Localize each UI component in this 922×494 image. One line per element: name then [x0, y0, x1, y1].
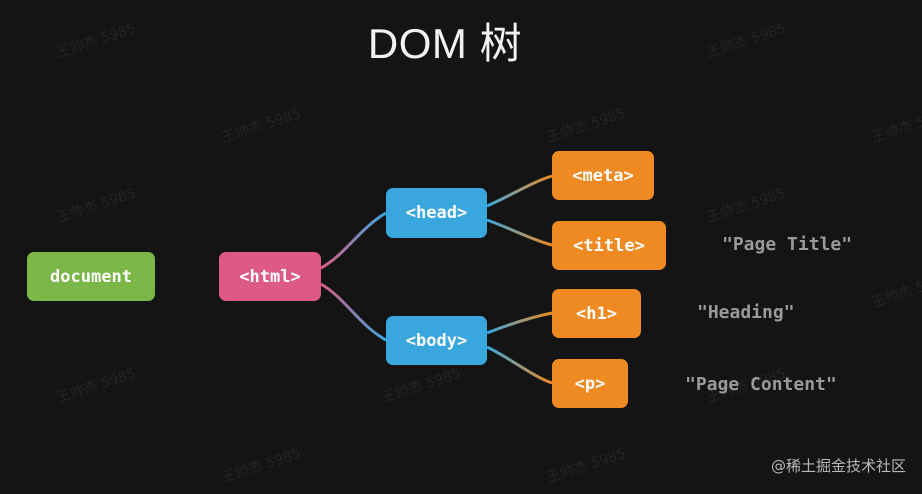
- node-title: <title>: [552, 221, 666, 270]
- edge-html-body: [320, 282, 387, 342]
- edge-html-head: [320, 211, 387, 270]
- node-html: <html>: [219, 252, 321, 301]
- node-document: document: [27, 252, 155, 301]
- text-node-page-title: "Page Title": [722, 234, 853, 255]
- text-node-heading: "Heading": [697, 302, 795, 323]
- text-node-page-content: "Page Content": [685, 374, 837, 395]
- node-p: <p>: [552, 359, 628, 408]
- node-meta: <meta>: [552, 151, 654, 200]
- edge-head-meta: [486, 174, 553, 208]
- edge-head-title: [486, 218, 553, 247]
- diagram-title: DOM 树: [367, 20, 523, 67]
- node-body: <body>: [386, 316, 487, 365]
- site-credit: @稀土掘金技术社区: [770, 457, 906, 475]
- edge-body-p: [486, 345, 553, 385]
- node-head: <head>: [386, 188, 487, 238]
- node-h1: <h1>: [552, 289, 641, 338]
- edge-body-h1: [486, 311, 553, 335]
